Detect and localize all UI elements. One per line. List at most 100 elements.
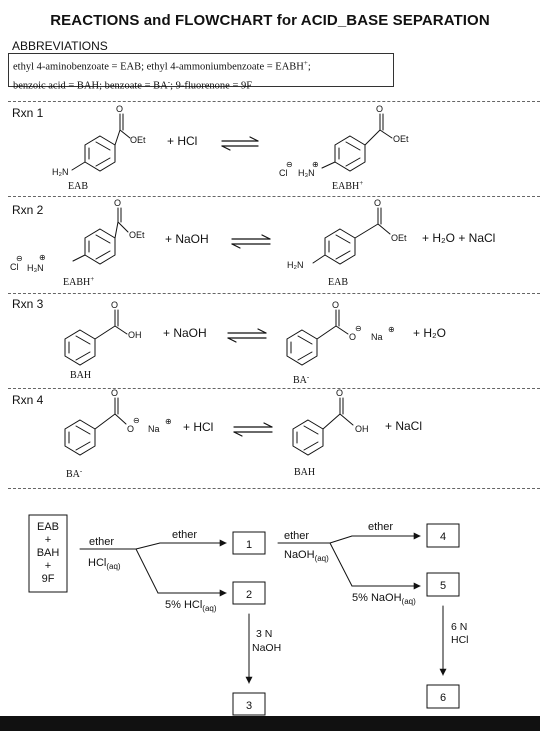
amine-label: H₂N <box>287 260 304 270</box>
step-2-lines <box>277 532 421 590</box>
plus-charge-icon: ⊕ <box>165 417 172 426</box>
plus-charge-icon: ⊕ <box>39 253 46 262</box>
box-4 <box>426 523 460 548</box>
box-6 <box>426 684 460 709</box>
reagent-sub: (aq) <box>315 554 330 563</box>
box-2-label: 2 <box>246 589 252 601</box>
start-mixture-box <box>28 514 68 593</box>
step-3-reagent: 3 N <box>256 628 272 640</box>
oet-label: OEt <box>391 233 407 243</box>
start-line: EAB <box>37 521 59 533</box>
equilibrium-arrow <box>233 422 273 437</box>
products-label: + H₂O + NaCl <box>422 231 495 245</box>
box-5-label: 5 <box>440 580 446 592</box>
compound-name: BA- <box>293 373 310 386</box>
eabh-molecule <box>72 207 129 265</box>
compound-name-text: BA <box>293 375 308 386</box>
branch-1-down-label: 5% HCl(aq) <box>165 599 217 613</box>
reagent-label: + HCl <box>183 420 213 434</box>
oxygen-label: O <box>349 332 356 342</box>
compound-name-text: EABH <box>63 277 90 288</box>
abbreviations-heading: ABBREVIATIONS <box>12 39 108 53</box>
divider <box>8 293 540 294</box>
box-1 <box>232 531 266 555</box>
box-3 <box>232 692 266 716</box>
eab-molecule <box>312 207 391 265</box>
step-2-reagent: NaOH(aq) <box>284 549 329 563</box>
equilibrium-arrow <box>227 328 267 343</box>
step-6-reagent: 6 N <box>451 621 467 633</box>
hydroxyl-label: OH <box>355 424 369 434</box>
equilibrium-arrow <box>221 136 259 151</box>
ammonium-label: H₃N <box>298 168 315 178</box>
rxn-3-label: Rxn 3 <box>12 297 44 311</box>
carbonyl-o: O <box>111 300 118 310</box>
compound-charge: - <box>80 467 83 475</box>
oet-label: OEt <box>129 230 145 240</box>
branch-2-down-label: 5% NaOH(aq) <box>352 592 416 606</box>
abbreviations-line-1: ethyl 4-aminobenzoate = EAB; ethyl 4-amm… <box>13 56 389 75</box>
carbonyl-o: O <box>374 198 381 208</box>
step-2-solvent: ether <box>284 530 309 542</box>
hydroxyl-label: OH <box>128 330 142 340</box>
reagent-text: 5% HCl <box>165 599 202 611</box>
products-label: + NaCl <box>385 419 422 433</box>
carbonyl-o: O <box>114 198 121 208</box>
step-1-lines <box>79 539 227 597</box>
sodium-label: Na <box>371 332 383 342</box>
step-1-solvent: ether <box>89 536 114 548</box>
bottom-bar <box>0 716 540 731</box>
box-2 <box>232 581 266 605</box>
abbr-text: ; 9-fluorenone = 9F <box>170 80 253 91</box>
carbonyl-o: O <box>376 104 383 114</box>
compound-name-text: BA <box>66 469 81 480</box>
reagent-sub: (aq) <box>202 604 217 613</box>
flowchart: EAB + BAH + 9F ether HCl (aq) ether 5% HC… <box>28 514 469 716</box>
minus-charge-icon: ⊖ <box>133 416 140 425</box>
abbreviations-line-2: benzoic acid = BAH; benzoate = BA-; 9-fl… <box>13 75 389 94</box>
start-line: BAH <box>37 547 60 559</box>
eabh-molecule <box>321 113 393 172</box>
compound-name: EABH+ <box>63 275 94 288</box>
rxn-4-label: Rxn 4 <box>12 393 44 407</box>
abbr-sup: + <box>303 59 308 67</box>
carbonyl-o: O <box>116 104 123 114</box>
minus-charge-icon: ⊖ <box>286 160 293 169</box>
start-line: + <box>45 560 51 572</box>
step-3-reagent: NaOH <box>252 642 281 654</box>
plus-charge-icon: ⊕ <box>312 160 319 169</box>
abbr-sup: - <box>167 77 171 86</box>
reagent-text: NaOH <box>284 549 315 561</box>
oxygen-label: O <box>127 424 134 434</box>
ba-molecule <box>286 309 349 366</box>
compound-charge: + <box>359 179 363 187</box>
start-line: 9F <box>42 573 55 585</box>
bah-molecule <box>64 309 128 366</box>
step-6-reagent: HCl <box>451 634 469 646</box>
reagent-text: 5% NaOH <box>352 592 402 604</box>
reagent-label: + NaOH <box>163 326 207 340</box>
abbr-text: benzoic acid = BAH; benzoate = BA <box>13 80 168 91</box>
start-line: + <box>45 534 51 546</box>
reagent-label: + HCl <box>167 134 197 148</box>
abbr-text: ; <box>307 61 311 73</box>
compound-name: BAH <box>70 370 91 381</box>
branch-1-up-label: ether <box>172 529 197 541</box>
ammonium-label: H₃N <box>27 263 44 273</box>
sodium-label: Na <box>148 424 160 434</box>
page-title: REACTIONS and FLOWCHART for ACID_BASE SE… <box>50 12 490 29</box>
amine-label: H₂N <box>52 167 69 177</box>
compound-name: EABH+ <box>332 179 363 192</box>
rxn-1-label: Rxn 1 <box>12 106 44 120</box>
compound-name-text: EABH <box>332 181 359 192</box>
box-3-label: 3 <box>246 700 252 712</box>
oet-label: OEt <box>393 134 409 144</box>
chloride-label: Cl <box>279 168 288 178</box>
rxn-2-label: Rxn 2 <box>12 203 44 217</box>
bah-molecule <box>292 397 354 456</box>
box-6-label: 6 <box>440 692 446 704</box>
equilibrium-arrow <box>231 234 271 249</box>
divider <box>8 488 540 489</box>
reagent-sub: (aq) <box>402 597 417 606</box>
